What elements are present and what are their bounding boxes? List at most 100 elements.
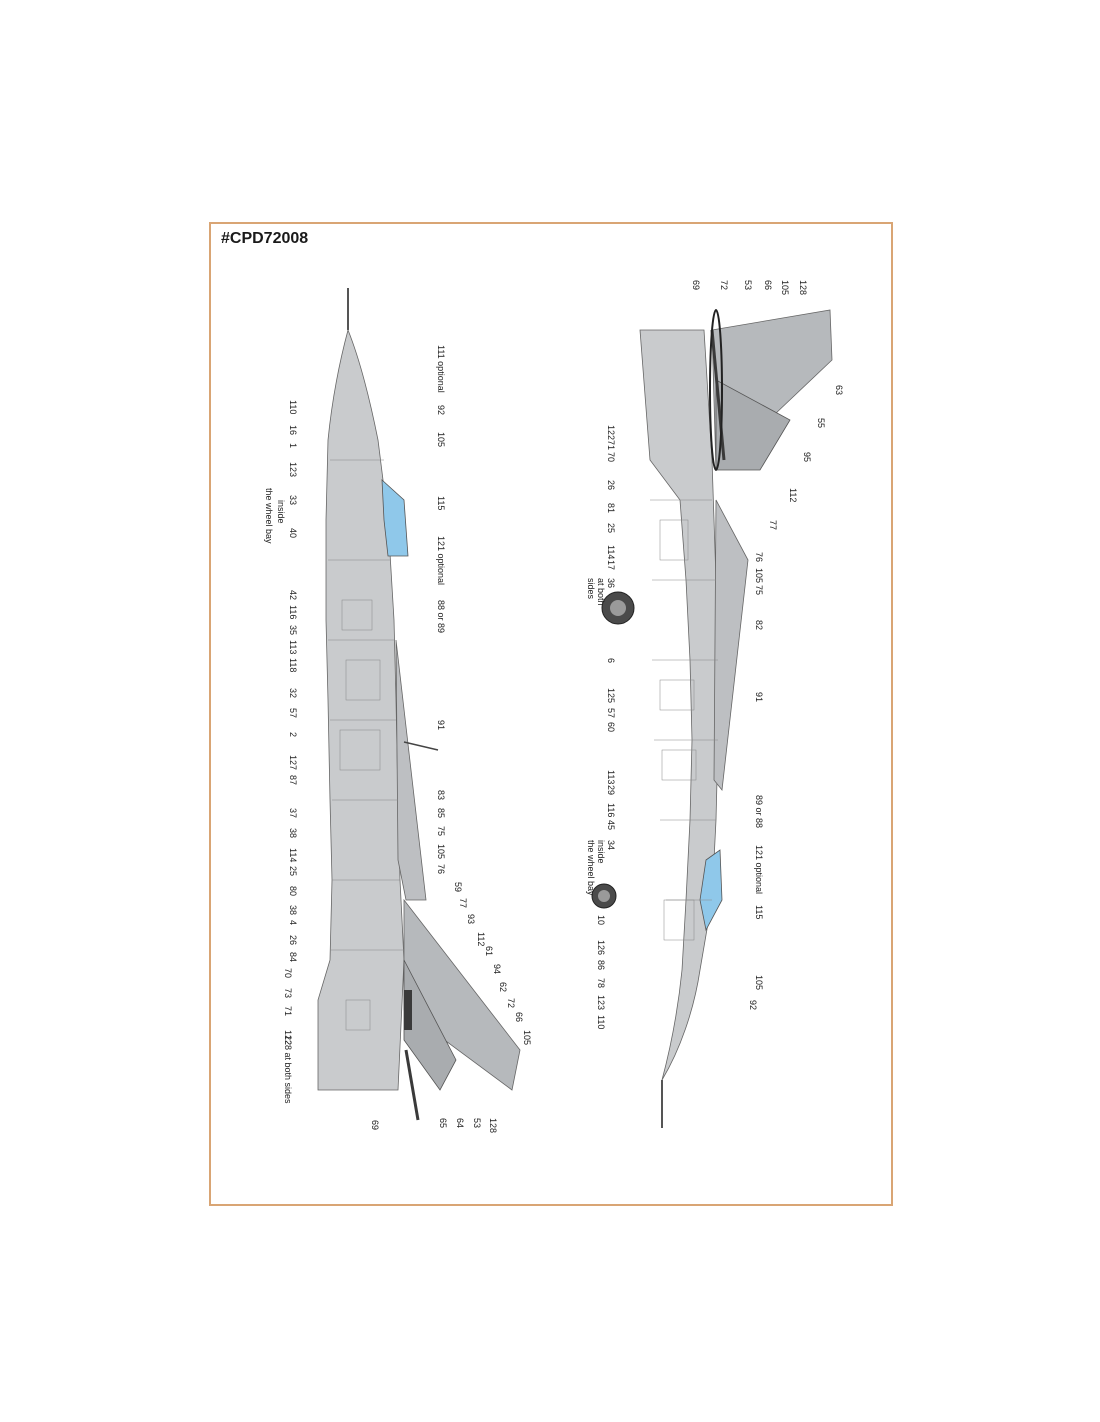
callout-label: 66 (763, 280, 773, 290)
right-airbrake (710, 329, 726, 461)
callout-label: 40 (288, 528, 298, 538)
callout-label: 65 (438, 1118, 448, 1128)
callout-label: 84 (288, 952, 298, 962)
callout-label: 80 (288, 886, 298, 896)
callout-label: 105 (436, 844, 446, 859)
callout-label: 112 (788, 488, 798, 502)
right-exhaust-ring (709, 309, 723, 471)
callout-label: 6 (606, 658, 616, 663)
callout-label: 45 (606, 820, 616, 830)
callout-label: 115 (754, 905, 764, 919)
callout-label: 29 (606, 785, 616, 795)
callout-label: 128 (798, 280, 808, 295)
left-dark-panel (404, 990, 412, 1030)
callout-label: 105 (436, 432, 446, 447)
callout-label: 25 (288, 866, 298, 876)
callout-label: 62 (498, 982, 508, 992)
callout-label: 126 (596, 940, 606, 955)
callout-label: 73 (283, 988, 293, 998)
callout-label: 53 (472, 1118, 482, 1128)
callout-label: 128 (488, 1118, 498, 1133)
callout-label: 77 (458, 898, 468, 908)
sheet-title: #CPD72008 (221, 230, 309, 247)
callout-label: the wheel bay (264, 488, 274, 544)
callout-label: inside (276, 500, 286, 524)
callout-label: 85 (436, 808, 446, 818)
callout-label: 92 (436, 405, 446, 415)
callout-label: sides (586, 578, 596, 600)
callout-label: 116 (288, 605, 298, 619)
callout-label: 122 (283, 1030, 293, 1045)
callout-label: 81 (606, 503, 616, 513)
right-nose-wheel-hub (598, 890, 610, 902)
callout-label: 125 (606, 688, 616, 703)
callout-label: 26 (288, 935, 298, 945)
callout-label: 82 (754, 620, 764, 630)
right-wing (713, 499, 749, 792)
right-canopy (699, 849, 723, 932)
callout-label: 88 or 89 (436, 600, 446, 633)
callout-label: 10 (596, 915, 606, 925)
callout-label: 32 (288, 688, 298, 698)
callout-label: 4 (288, 920, 298, 925)
callout-label: inside (596, 840, 606, 864)
callout-label: 116 (606, 803, 616, 817)
callout-label: 105 (754, 568, 764, 583)
callout-label: 55 (816, 418, 826, 428)
right-main-wheel-hub (610, 600, 626, 616)
callout-label: 53 (743, 280, 753, 290)
callout-label: 1 (288, 443, 298, 448)
left-aircraft-view (317, 288, 521, 1121)
callout-label: 112 (476, 932, 486, 946)
callout-label: 110 (288, 400, 298, 414)
callout-label: 38 (288, 905, 298, 915)
callout-label: 121 optional (754, 845, 764, 894)
callout-label: 92 (748, 1000, 758, 1010)
callout-label: 75 (436, 826, 446, 836)
callout-label: 16 (288, 425, 298, 435)
callout-label: 71 (283, 1006, 293, 1016)
callout-label: 17 (606, 560, 616, 570)
callout-label: 105 (754, 975, 764, 990)
callout-label: at both (596, 578, 606, 606)
callout-label: 63 (834, 385, 844, 395)
callout-label: 77 (768, 520, 778, 530)
callout-label: 121 optional (436, 536, 446, 585)
right-aircraft-view (591, 309, 833, 1128)
callout-label: 42 (288, 590, 298, 600)
callout-label: 61 (484, 946, 494, 956)
callout-label: 113 (606, 770, 616, 784)
callout-label: 69 (370, 1120, 380, 1130)
callout-label: 78 (596, 978, 606, 988)
callout-label: 33 (288, 495, 298, 505)
callout-label: 76 (436, 864, 446, 874)
callout-label: 69 (691, 280, 701, 290)
callout-label: 60 (606, 722, 616, 732)
callout-label: 83 (436, 790, 446, 800)
right-panel-lines (650, 499, 718, 941)
callout-label: 71 (606, 440, 616, 450)
right-fuselage (639, 329, 721, 1081)
callout-label: 111 optional (436, 345, 446, 393)
callout-label: 70 (606, 452, 616, 462)
left-fuselage (317, 328, 405, 1091)
left-panel-lines (328, 459, 404, 1031)
callout-label: 95 (802, 452, 812, 462)
callout-label: 75 (754, 585, 764, 595)
callout-label: 118 (288, 658, 298, 672)
left-airbrake (404, 1049, 420, 1121)
callout-label: 105 (780, 280, 790, 295)
callout-label: 34 (606, 840, 616, 850)
right-stabilizer (715, 379, 791, 471)
callout-label: 36 (606, 578, 616, 588)
callout-label: 87 (288, 775, 298, 785)
callout-label: 57 (606, 708, 616, 718)
callout-label: 91 (436, 720, 446, 730)
callout-label: the wheel bay (586, 840, 596, 896)
callout-label: 57 (288, 708, 298, 718)
callout-label: 25 (606, 523, 616, 533)
callout-label: 26 (606, 480, 616, 490)
callout-label: 76 (754, 552, 764, 562)
